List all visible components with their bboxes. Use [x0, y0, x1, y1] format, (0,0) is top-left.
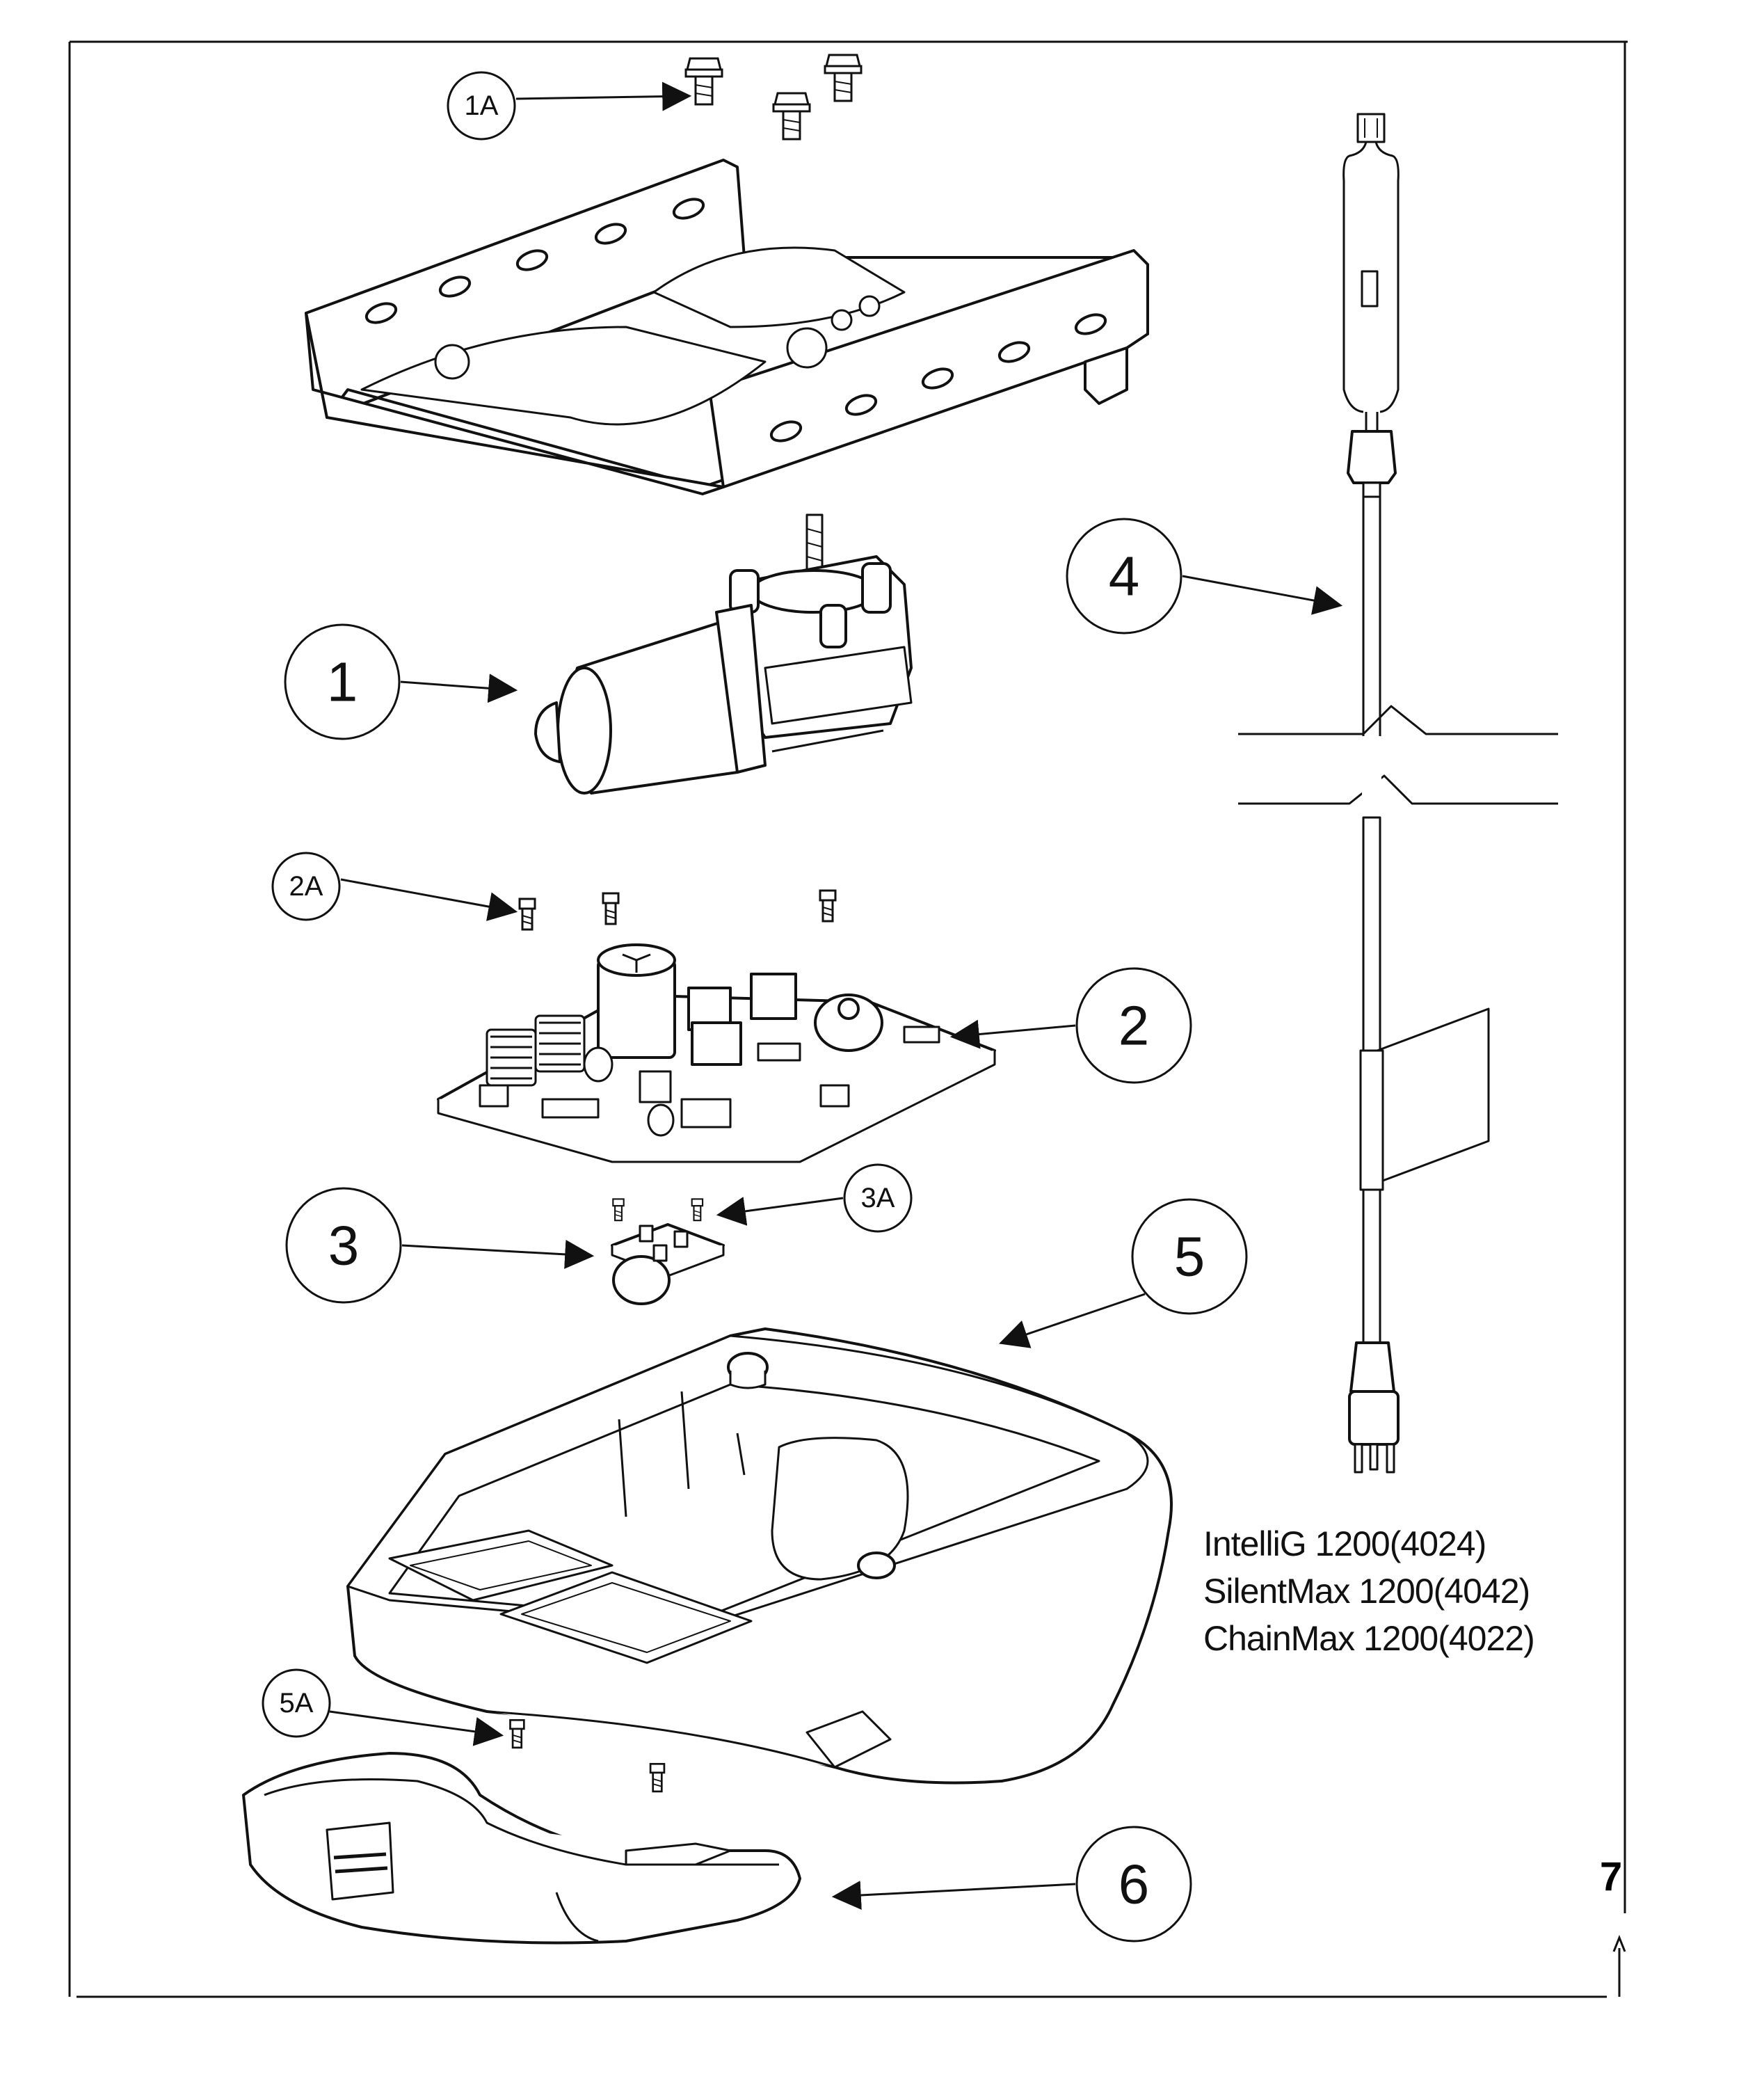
callout-label-5A: 5A — [280, 1688, 314, 1718]
callout-6: 6 — [831, 1826, 1192, 1943]
callout-label-5: 5 — [1174, 1226, 1205, 1288]
lens-cover — [242, 1752, 801, 1945]
board-screws — [518, 889, 837, 931]
callout-5: 5 — [999, 1198, 1248, 1348]
page-frame — [68, 40, 1628, 1998]
callout-2A: 2A — [271, 852, 518, 921]
callout-label-3: 3 — [328, 1215, 360, 1277]
motor — [534, 513, 913, 795]
arrow-2A — [340, 878, 518, 921]
main-housing — [346, 1327, 1173, 1785]
callout-label-4: 4 — [1109, 545, 1140, 607]
model-line-2: SilentMax 1200(4042) — [1203, 1572, 1530, 1611]
callout-label-1A: 1A — [465, 90, 499, 121]
arrow-5 — [999, 1293, 1146, 1348]
callout-label-2A: 2A — [289, 871, 323, 902]
mounting-bracket — [305, 159, 1149, 495]
arrow-6 — [831, 1881, 1076, 1910]
callout-5A: 5A — [262, 1668, 504, 1746]
page-number: 7 — [1600, 1854, 1623, 1899]
arrow-1 — [400, 673, 518, 703]
power-cord — [1238, 113, 1558, 1474]
callout-3A: 3A — [716, 1163, 913, 1233]
light-board — [611, 1223, 725, 1305]
callout-label-2: 2 — [1118, 995, 1150, 1057]
light-board-screws — [612, 1198, 704, 1222]
callout-1A: 1A — [447, 71, 692, 141]
callout-1: 1 — [284, 623, 518, 740]
model-line-3: ChainMax 1200(4022) — [1203, 1619, 1535, 1658]
arrow-5A — [329, 1710, 504, 1746]
callout-2: 2 — [949, 967, 1192, 1084]
control-board — [437, 943, 996, 1163]
callout-label-3A: 3A — [861, 1183, 895, 1213]
arrow-1A — [515, 81, 692, 111]
arrow-4 — [1182, 575, 1343, 615]
callout-label-1: 1 — [327, 651, 358, 713]
arrow-2 — [949, 1019, 1076, 1049]
callout-label-6: 6 — [1118, 1853, 1150, 1915]
arrow-3A — [716, 1197, 844, 1226]
arrow-3 — [401, 1239, 595, 1269]
callout-3: 3 — [285, 1187, 595, 1304]
model-line-1: IntelliG 1200(4024) — [1203, 1524, 1486, 1563]
mounting-bolts — [684, 54, 863, 141]
callout-4: 4 — [1066, 518, 1343, 635]
